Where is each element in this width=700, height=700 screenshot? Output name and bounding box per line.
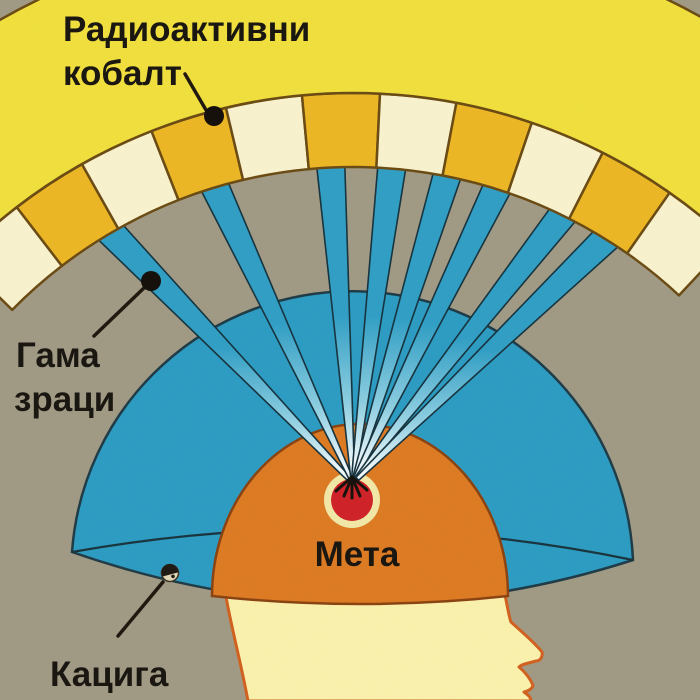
label-target: Мета (315, 535, 400, 574)
label-gamma-line1: Гама (16, 336, 100, 375)
label-helmet: Кацига (50, 655, 169, 694)
label-cobalt-line2: кобалт (63, 54, 182, 93)
cobalt-pointer-dot (204, 106, 224, 126)
label-gamma-line2: зраци (14, 380, 115, 419)
head-silhouette (224, 593, 544, 700)
gamma-pointer-dot (141, 271, 161, 291)
cobalt-block-gold (300, 91, 382, 171)
label-cobalt-line1: Радиоактивни (63, 10, 310, 49)
